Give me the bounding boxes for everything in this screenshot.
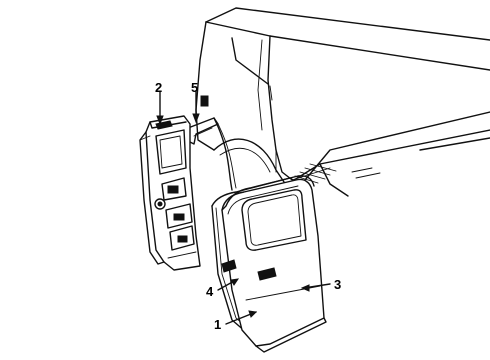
callout-3: 3 — [334, 277, 341, 292]
callout-4: 4 — [206, 284, 214, 299]
outer-door — [211, 175, 327, 353]
callout-1: 1 — [214, 317, 221, 332]
callout-2: 2 — [155, 80, 162, 95]
weatherstrip-seal — [185, 117, 237, 191]
leader-lines — [156, 91, 331, 325]
callout-5: 5 — [191, 80, 198, 95]
van-body — [195, 7, 490, 201]
inner-door-panel — [139, 115, 201, 271]
